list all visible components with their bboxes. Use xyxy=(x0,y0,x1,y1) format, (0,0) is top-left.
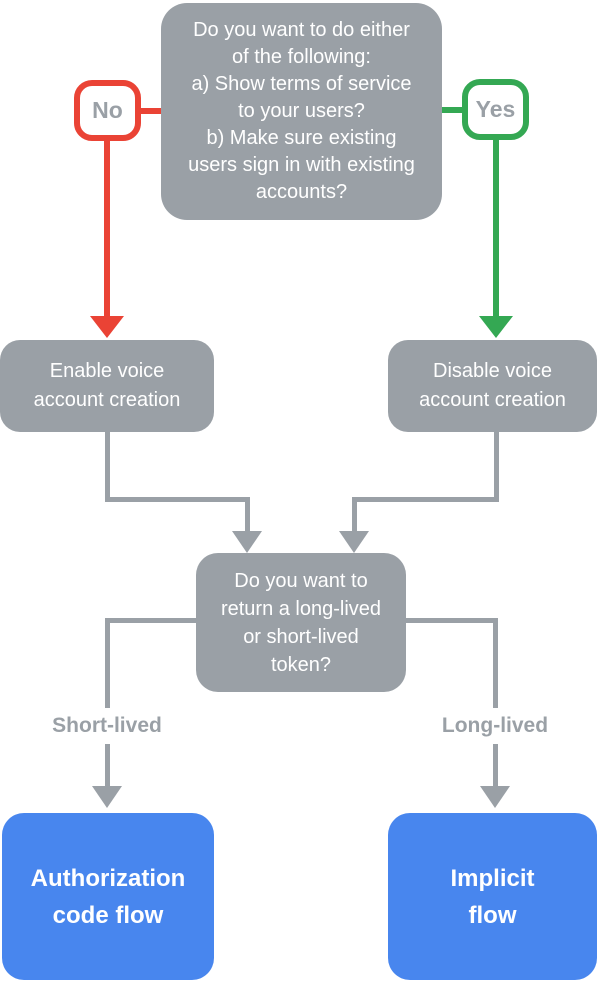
authorization-code-flow-line: code flow xyxy=(52,901,164,929)
enable-to-token-drop-line xyxy=(245,497,250,533)
top-question-line: of the following: xyxy=(232,46,371,68)
enable-to-token-vertical-line xyxy=(105,432,110,502)
long-lived-chip: Long-lived xyxy=(410,708,580,744)
short-lived-vertical-line xyxy=(105,618,110,786)
token-question-box: Do you want to return a long-lived or sh… xyxy=(196,553,406,692)
long-lived-arrowhead-icon xyxy=(480,786,510,808)
disable-voice-account-creation-box: Disable voice account creation xyxy=(388,340,597,432)
enable-to-token-horizontal-line xyxy=(105,497,250,502)
top-question-line: to your users? xyxy=(238,100,365,122)
yes-branch-vertical-line xyxy=(493,140,499,318)
token-question-line: return a long-lived xyxy=(220,597,382,620)
authorization-code-flow-line: Authorization xyxy=(30,864,186,892)
top-question-line: b) Make sure existing xyxy=(206,127,397,149)
disable-voice-line: Disable voice xyxy=(433,360,552,382)
disable-to-token-arrowhead-icon xyxy=(339,531,369,553)
short-lived-horizontal-line xyxy=(105,618,196,623)
disable-to-token-drop-line xyxy=(352,497,357,533)
yes-branch-horizontal-line xyxy=(442,107,462,113)
top-question-line: users sign in with existing xyxy=(188,154,415,176)
implicit-flow-box: Implicit flow xyxy=(388,813,597,980)
top-question-line: a) Show terms of service xyxy=(191,73,412,95)
long-lived-chip-label: Long-lived xyxy=(441,714,549,737)
disable-voice-line: account creation xyxy=(419,389,566,411)
yes-branch-arrowhead-icon xyxy=(479,316,513,338)
no-badge: No xyxy=(74,80,141,141)
no-branch-horizontal-line xyxy=(141,108,161,114)
top-question-line: Do you want to do either xyxy=(193,19,410,41)
top-question-line: accounts? xyxy=(255,181,348,203)
no-branch-arrowhead-icon xyxy=(90,316,124,338)
token-question-line: or short-lived xyxy=(243,625,359,648)
no-badge-label: No xyxy=(92,97,123,123)
top-question-box: Do you want to do either of the followin… xyxy=(161,3,442,220)
yes-badge: Yes xyxy=(462,79,529,140)
implicit-flow-line: Implicit xyxy=(450,864,535,892)
disable-to-token-vertical-line xyxy=(494,432,499,502)
enable-voice-account-creation-box: Enable voice account creation xyxy=(0,340,214,432)
enable-voice-line: Enable voice xyxy=(49,360,165,382)
long-lived-vertical-line xyxy=(493,618,498,786)
token-question-line: Do you want to xyxy=(234,569,368,592)
enable-voice-line: account creation xyxy=(33,389,181,411)
enable-to-token-arrowhead-icon xyxy=(232,531,262,553)
short-lived-chip-label: Short-lived xyxy=(52,714,162,737)
short-lived-arrowhead-icon xyxy=(92,786,122,808)
short-lived-chip: Short-lived xyxy=(22,708,192,744)
yes-badge-label: Yes xyxy=(475,96,516,122)
long-lived-horizontal-line xyxy=(406,618,498,623)
authorization-code-flow-box: Authorization code flow xyxy=(2,813,214,980)
implicit-flow-line: flow xyxy=(468,901,517,929)
token-question-line: token? xyxy=(270,653,332,676)
disable-to-token-horizontal-line xyxy=(352,497,499,502)
no-branch-vertical-line xyxy=(104,141,110,318)
